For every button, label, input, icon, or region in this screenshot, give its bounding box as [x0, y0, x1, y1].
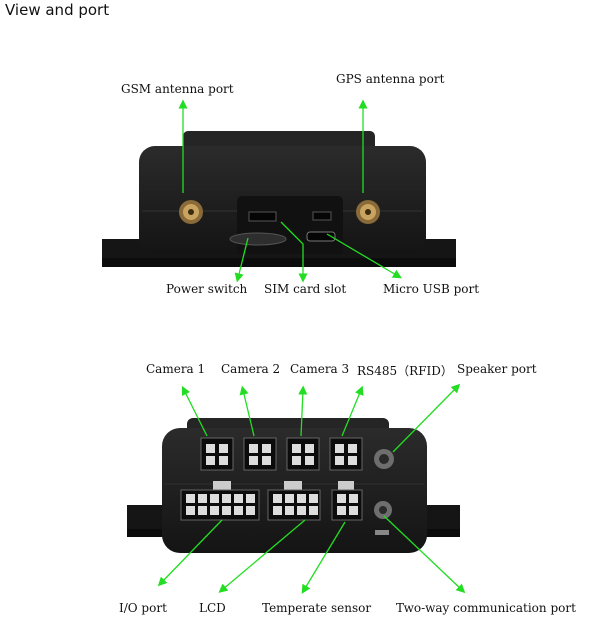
label-micro-usb-port: Micro USB port: [383, 282, 480, 296]
label-camera-2: Camera 2: [221, 362, 281, 376]
label-temperate-sensor: Temperate sensor: [262, 601, 372, 615]
label-speaker-port: Speaker port: [457, 362, 537, 376]
label-gsm-antenna-port: GSM antenna port: [121, 82, 234, 96]
sim-arrow: [280, 221, 308, 283]
power-switch-arrow: [234, 237, 249, 283]
temp-arrow: [301, 521, 346, 594]
sim-slot: [248, 211, 277, 222]
small-slot: [312, 211, 332, 221]
page-title: View and port: [5, 1, 110, 19]
twoway-arrow: [383, 515, 466, 594]
camera-1-connector: [200, 437, 234, 471]
camera-3-connector: [286, 437, 320, 471]
cam1-arrow: [181, 385, 208, 437]
usb-arrow: [326, 233, 402, 279]
label-rs485-rfid: RS485（RFID）: [357, 364, 453, 378]
label-power-switch: Power switch: [166, 282, 248, 296]
label-io-port: I/O port: [119, 601, 167, 615]
label-sim-card-slot: SIM card slot: [264, 282, 347, 296]
label-camera-1: Camera 1: [146, 362, 206, 376]
io-connector: [180, 481, 260, 521]
speaker-arrow: [392, 383, 461, 453]
cam2-arrow: [239, 385, 255, 437]
label-gps-antenna-port: GPS antenna port: [336, 72, 445, 86]
gps-antenna-connector: [356, 200, 380, 224]
rs485-connector: [329, 437, 363, 471]
gsm-antenna-connector: [179, 200, 203, 224]
power-switch-knob: [229, 232, 287, 246]
top-device: [102, 131, 456, 267]
temperature-sensor-connector: [331, 481, 363, 521]
bottom-device: [127, 418, 460, 553]
camera-2-connector: [243, 437, 277, 471]
two-way-comm-jack: [374, 501, 392, 535]
label-lcd: LCD: [199, 601, 226, 615]
lcd-connector: [267, 481, 321, 521]
io-arrow: [157, 519, 223, 587]
label-camera-3: Camera 3: [290, 362, 350, 376]
rs485-arrow: [341, 385, 364, 437]
lcd-arrow: [218, 519, 306, 593]
cam3-arrow: [298, 385, 308, 437]
speaker-jack: [374, 449, 394, 469]
label-two-way-communication-port: Two-way communication port: [396, 601, 576, 615]
callout-arrows: [157, 99, 466, 594]
